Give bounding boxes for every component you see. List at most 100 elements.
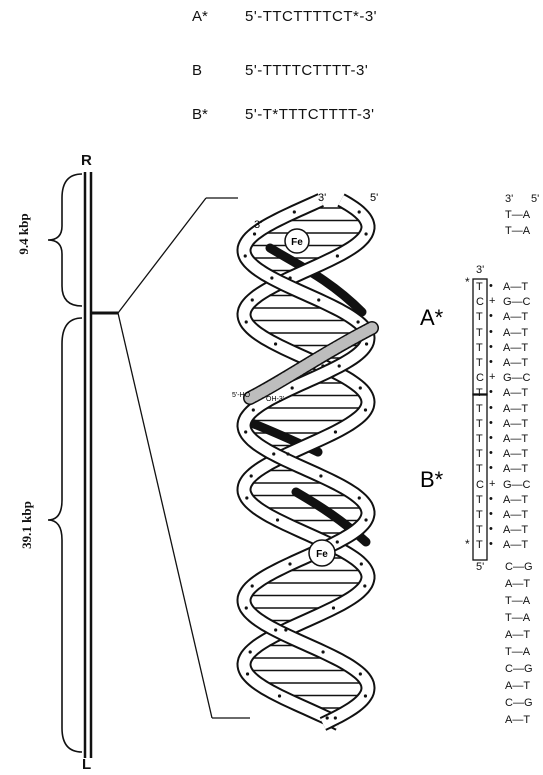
duplex-pair: T—A [505,595,530,607]
hoogsteen-dot: • [489,280,493,292]
third-strand-base: T [476,448,483,460]
phosphate-dot [276,518,279,521]
hoogsteen-dot: • [489,417,493,429]
third-strand-5prime: 5' [476,561,484,573]
phosphate-dot [363,584,366,587]
hoogsteen-dot: • [489,493,493,505]
third-strand-base: C [476,296,484,308]
fe-label-top: Fe [291,237,303,248]
hoogsteen-dot: • [489,341,493,353]
duplex-pair: C—G [505,561,533,573]
duplex-pair: A—T [503,509,528,521]
phosphate-dot [336,254,339,257]
hoogsteen-dot: • [489,326,493,338]
duplex-pair: A—T [503,327,528,339]
duplex-pair: A—T [505,629,530,641]
hoogsteen-dot: • [489,523,493,535]
phosphate-dot [251,298,254,301]
hoogsteen-dot: • [489,402,493,414]
third-strand-base: T [476,494,483,506]
site-label-a-star: A* [420,305,444,330]
phosphate-dot [245,320,248,323]
phosphate-dot [358,210,361,213]
phosphate-dot [321,364,324,367]
phosphate-dot [364,232,367,235]
duplex-pair: A—T [503,463,528,475]
third-strand-base: T [476,524,483,536]
third-strand-3prime: 3' [476,264,484,276]
fe-label-bottom: Fe [316,549,328,560]
phosphate-dot [291,386,294,389]
phosphate-dot [245,606,248,609]
phosphate-dot [252,408,255,411]
hoogsteen-dot: • [489,447,493,459]
third-strand-base: T [476,342,483,354]
phosphate-dot [326,716,329,719]
duplex-pair: C—G [505,663,533,675]
helix-backbone-strands [244,200,368,724]
phosphate-dot [334,430,337,433]
third-strand-base: T [476,433,483,445]
phosphate-dot [359,672,362,675]
col-header-5prime: 5' [531,193,539,205]
duplex-pair: A—T [503,494,528,506]
hoogsteen-plus: + [489,295,495,307]
duplex-pair: G—C [503,479,531,491]
duplex-pair: G—C [503,372,531,384]
site-label-b-star: B* [420,467,444,492]
third-strand-base: C [476,479,484,491]
third-strand-base: T [476,311,483,323]
phosphate-dot [245,496,248,499]
phosphate-dot [272,452,275,455]
probe-5prime-ho-label: 5'-HO [232,392,251,399]
phosphate-dot [364,518,367,521]
phosphate-dot [286,452,289,455]
duplex-pair: T—A [505,646,530,658]
third-strand-base: T [476,418,483,430]
phosphate-dot [288,562,291,565]
third-strand-base: T [476,463,483,475]
phosphate-dot [249,650,252,653]
phosphate-dot [356,320,359,323]
phosphate-dot [332,606,335,609]
phosphate-dot [364,694,367,697]
phosphate-dot [251,584,254,587]
zoom-line-bottom [118,313,212,718]
phosphate-dot [289,276,292,279]
star-marker-bottom: * [465,537,470,551]
duplex-pair: A—T [503,524,528,536]
phosphate-dot [246,672,249,675]
helix-3prime-top-label: 3' [318,192,326,204]
upper-brace [48,174,82,306]
duplex-pair: A—T [503,311,528,323]
duplex-pair: A—T [505,680,530,692]
phosphate-dot [274,342,277,345]
duplex-pair: C—G [505,697,533,709]
duplex-pair: A—T [503,342,528,354]
phosphate-dot [359,386,362,389]
phosphate-dot [317,298,320,301]
col-header-3prime: 3' [505,193,513,205]
duplex-pair: A—T [503,418,528,430]
third-strand-base: T [476,509,483,521]
phosphate-dot [338,364,341,367]
duplex-pair: T—A [505,612,530,624]
phosphate-dot [244,254,247,257]
phosphate-dot [319,474,322,477]
phosphate-dot [270,276,273,279]
phosphate-dot [284,628,287,631]
phosphate-dot [278,694,281,697]
phosphate-dot [334,716,337,719]
phosphate-dot [336,540,339,543]
duplex-pair: A—T [503,433,528,445]
third-strand-base: T [476,539,483,551]
third-strand-base: T [476,281,483,293]
third-strand-base: C [476,372,484,384]
phosphate-dot [250,474,253,477]
duplex-pair: T—A [505,225,530,237]
helix-5prime-top-label: 5' [370,192,378,204]
probe-3prime-oh-label: OH-3' [266,396,284,403]
phosphate-dot [365,342,368,345]
duplex-pair: A—T [505,714,530,726]
